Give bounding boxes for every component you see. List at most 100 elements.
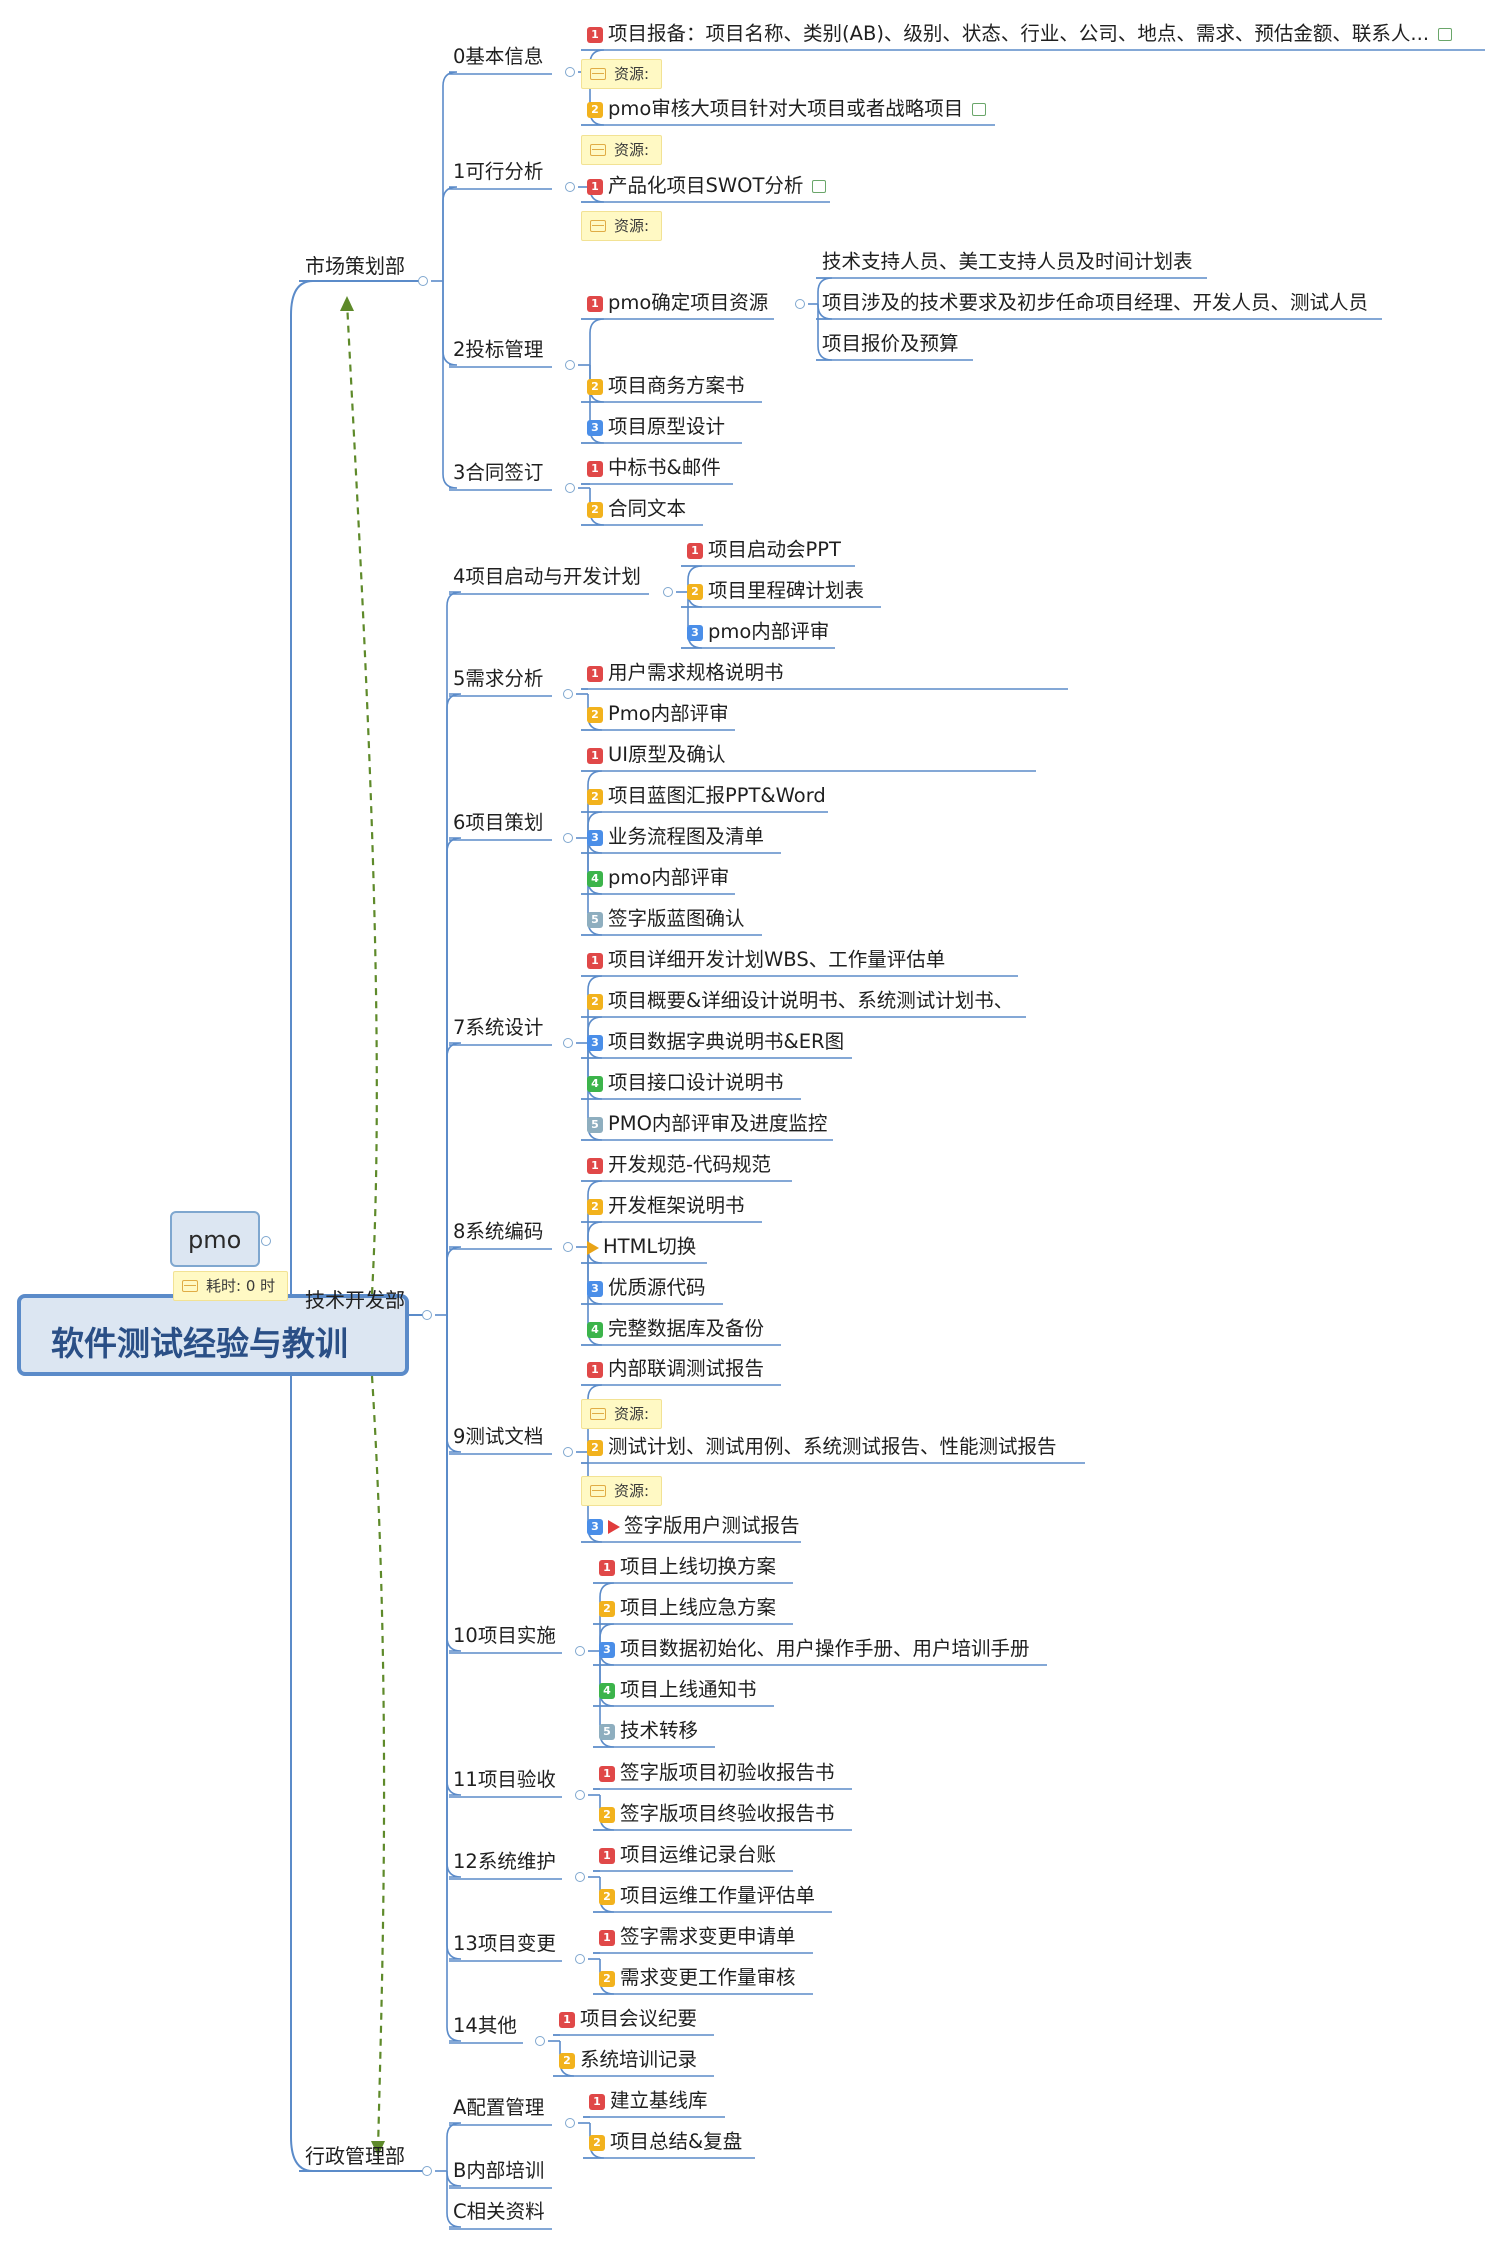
phase-topic[interactable]: 4项目启动与开发计划: [453, 564, 641, 590]
floating-topic-pmo[interactable]: pmo: [170, 1211, 260, 1267]
resource-note[interactable]: 资源:: [581, 211, 663, 241]
phase-topic[interactable]: 12系统维护: [453, 1849, 556, 1875]
phase-collapse-toggle[interactable]: [565, 67, 575, 77]
phase-topic[interactable]: 14其他: [453, 2013, 517, 2039]
central-topic[interactable]: 软件测试经验与教训: [17, 1294, 409, 1376]
phase-collapse-toggle[interactable]: [663, 587, 673, 597]
phase-collapse-toggle[interactable]: [565, 483, 575, 493]
phase-topic[interactable]: 7系统设计: [453, 1015, 543, 1041]
department-collapse-toggle[interactable]: [422, 1310, 432, 1320]
subtopic[interactable]: 项目报价及预算: [822, 331, 959, 357]
phase-collapse-toggle[interactable]: [575, 1872, 585, 1882]
resource-note[interactable]: 资源:: [581, 59, 663, 89]
subtopic-collapse-toggle[interactable]: [795, 299, 805, 309]
subtopic[interactable]: 技术支持人员、美工支持人员及时间计划表: [822, 249, 1193, 275]
floating-topic-collapse-toggle[interactable]: [261, 1236, 271, 1246]
phase-collapse-toggle[interactable]: [575, 1954, 585, 1964]
phase-topic[interactable]: A配置管理: [453, 2095, 544, 2121]
phase-topic[interactable]: 11项目验收: [453, 1767, 556, 1793]
phase-collapse-toggle[interactable]: [565, 2118, 575, 2128]
floating-topic-note[interactable]: 耗时: 0 时: [173, 1271, 289, 1301]
phase-topic[interactable]: 8系统编码: [453, 1219, 543, 1245]
phase-topic[interactable]: 3合同签订: [453, 460, 543, 486]
phase-topic[interactable]: 6项目策划: [453, 810, 543, 836]
department-topic[interactable]: 技术开发部: [305, 1287, 405, 1313]
phase-collapse-toggle[interactable]: [535, 2036, 545, 2046]
department-topic[interactable]: 行政管理部: [305, 2143, 405, 2169]
phase-topic[interactable]: 0基本信息: [453, 44, 543, 70]
phase-collapse-toggle[interactable]: [563, 689, 573, 699]
subtopic[interactable]: 项目涉及的技术要求及初步任命项目经理、开发人员、测试人员: [822, 290, 1368, 316]
phase-topic[interactable]: 10项目实施: [453, 1623, 556, 1649]
phase-topic[interactable]: B内部培训: [453, 2158, 544, 2184]
department-collapse-toggle[interactable]: [422, 2166, 432, 2176]
phase-collapse-toggle[interactable]: [565, 360, 575, 370]
phase-topic[interactable]: C相关资料: [453, 2199, 545, 2225]
phase-topic[interactable]: 1可行分析: [453, 159, 543, 185]
resource-note[interactable]: 资源:: [581, 1476, 663, 1506]
phase-collapse-toggle[interactable]: [563, 833, 573, 843]
phase-collapse-toggle[interactable]: [563, 1447, 573, 1457]
connector-curve: [446, 1315, 462, 1652]
resource-note[interactable]: 资源:: [581, 135, 663, 165]
item-topic[interactable]: HTML切换: [587, 1234, 696, 1260]
phase-topic[interactable]: 9测试文档: [453, 1424, 543, 1450]
department-topic[interactable]: 市场策划部: [305, 253, 405, 279]
phase-collapse-toggle[interactable]: [565, 182, 575, 192]
department-collapse-toggle[interactable]: [418, 276, 428, 286]
phase-collapse-toggle[interactable]: [575, 1790, 585, 1800]
phase-collapse-toggle[interactable]: [563, 1038, 573, 1048]
phase-topic[interactable]: 13项目变更: [453, 1931, 556, 1957]
phase-collapse-toggle[interactable]: [575, 1646, 585, 1656]
phase-topic[interactable]: 5需求分析: [453, 666, 543, 692]
phase-topic[interactable]: 2投标管理: [453, 337, 543, 363]
phase-collapse-toggle[interactable]: [563, 1242, 573, 1252]
resource-note[interactable]: 资源:: [581, 1399, 663, 1429]
